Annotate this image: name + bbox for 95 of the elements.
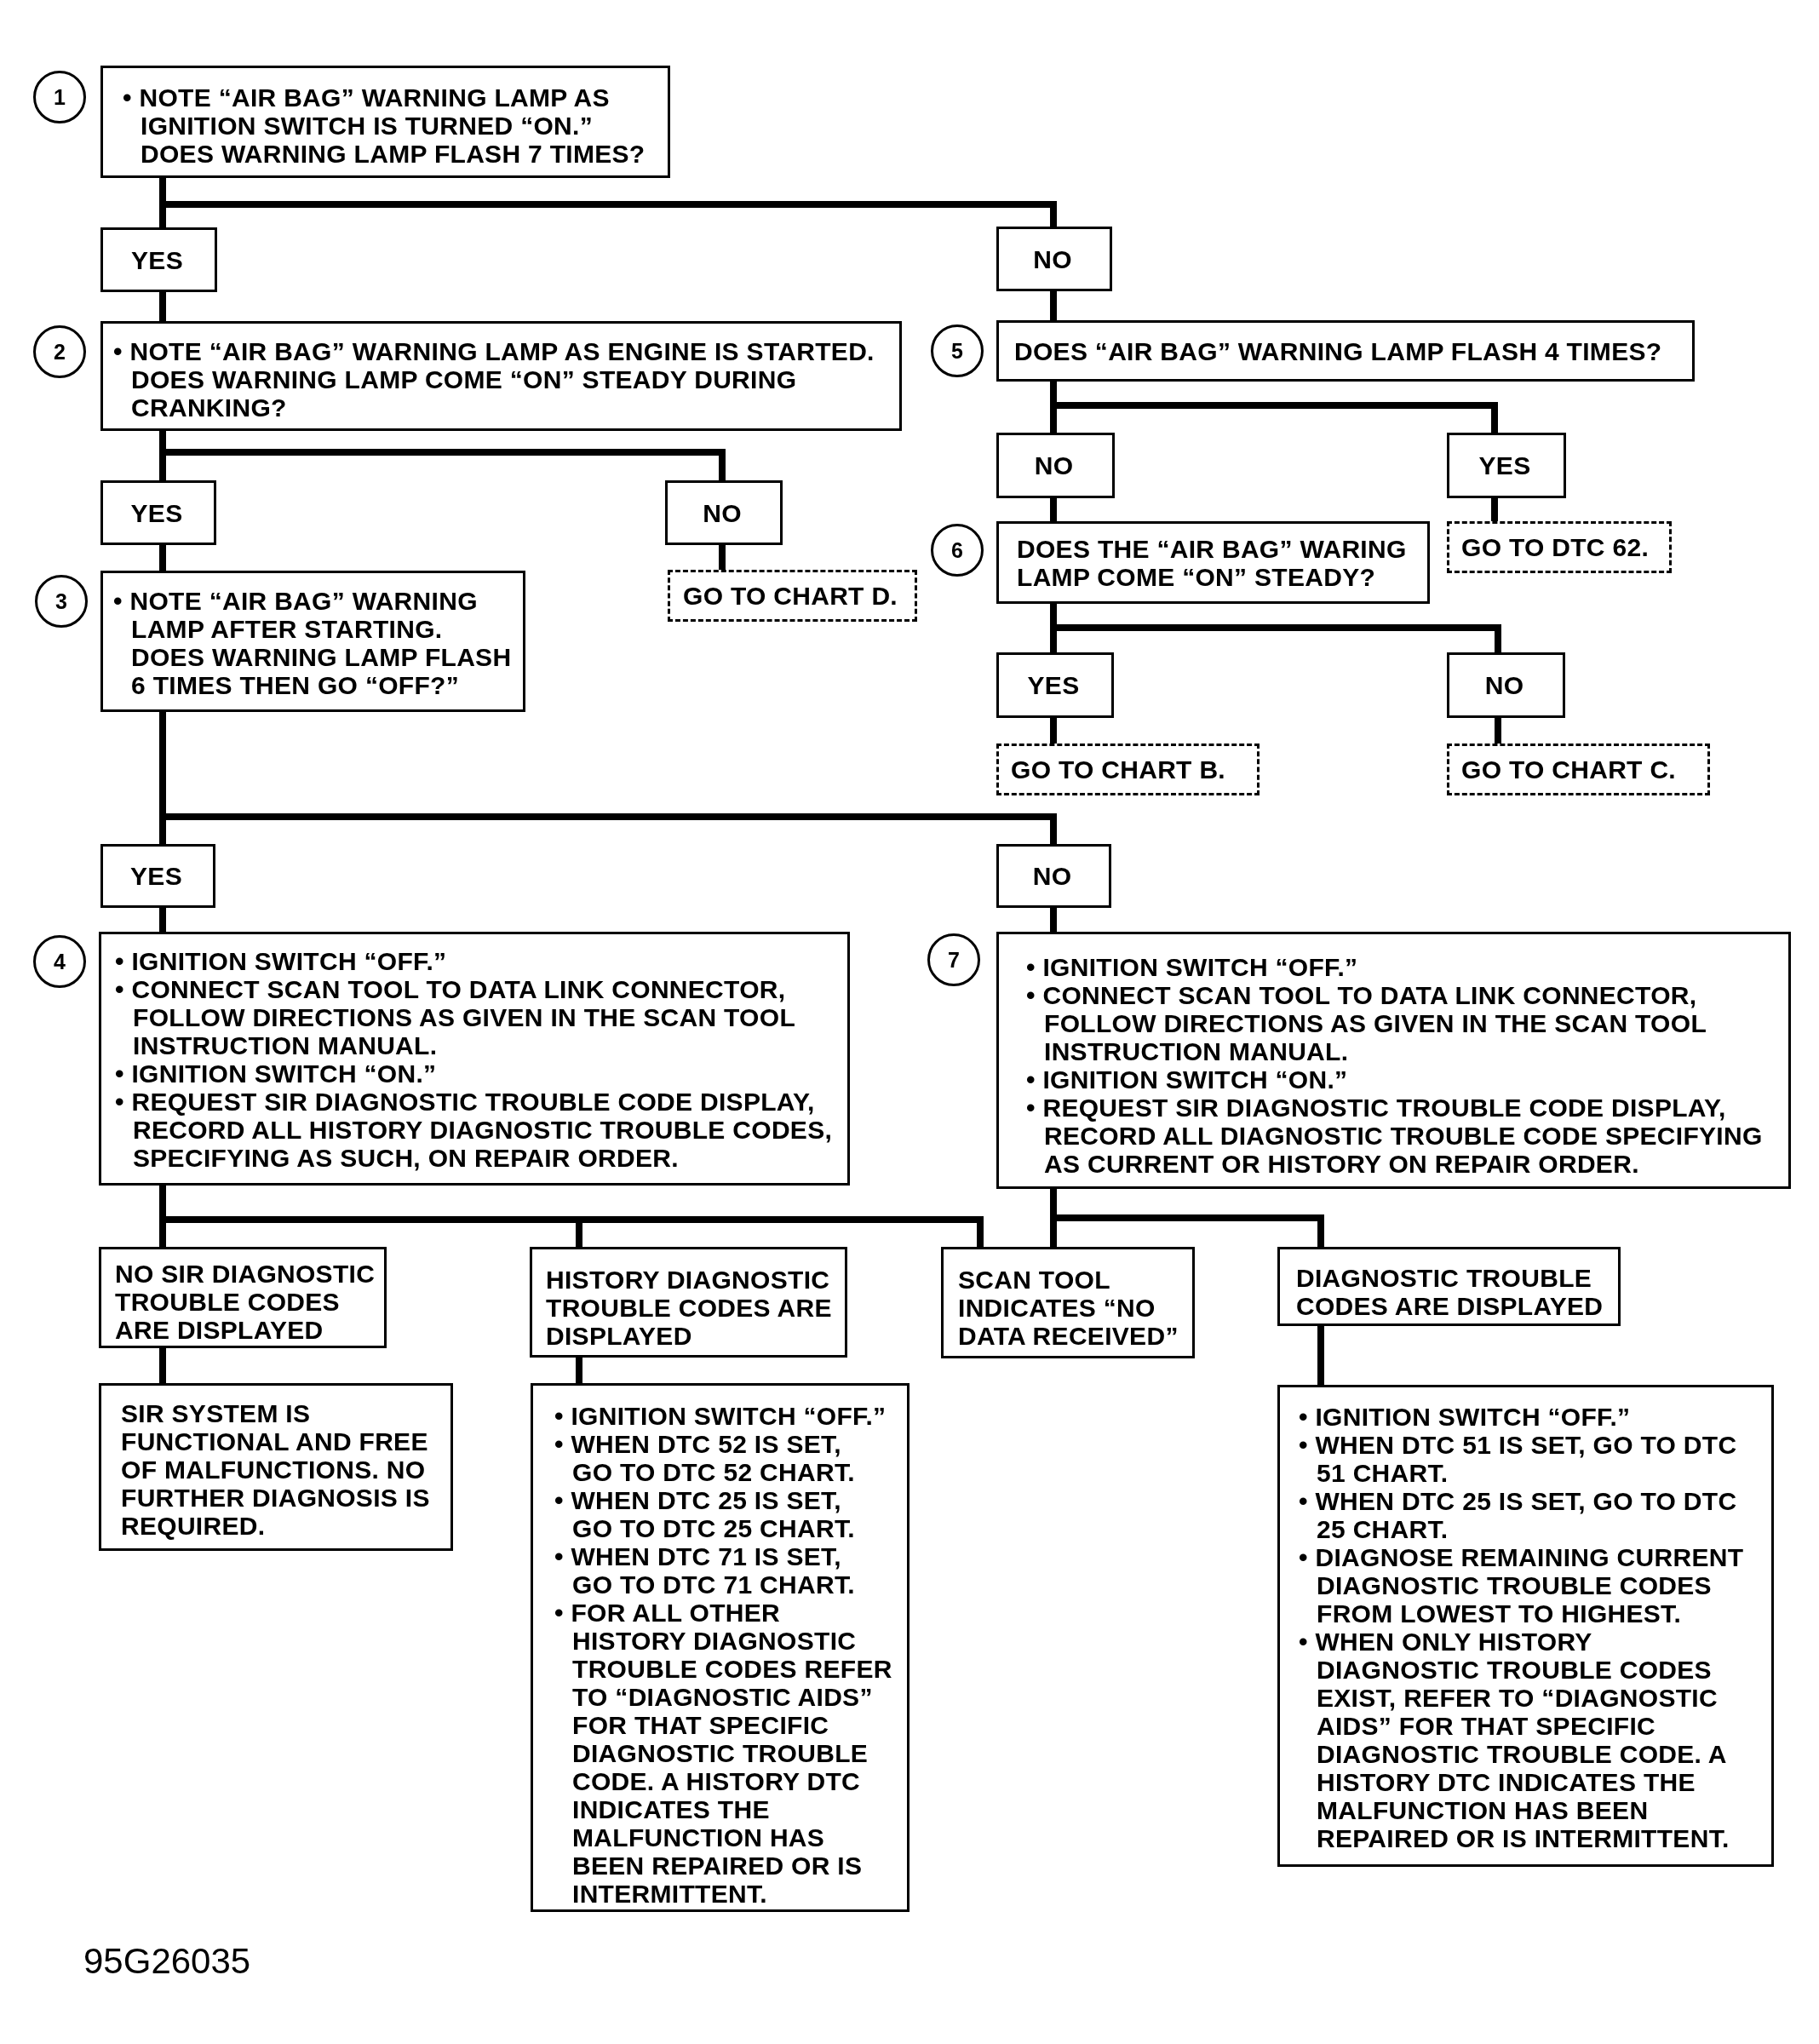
step-text: • IGNITION SWITCH “OFF.” bbox=[1026, 953, 1359, 981]
step-text: • CONNECT SCAN TOOL TO DATA LINK CONNECTOR, FOLLOW DIRECTIONS AS GIVEN IN THE SCAN TOOL INSTRUCTION MANUAL. bbox=[115, 975, 796, 1059]
connector-line bbox=[159, 292, 166, 321]
step-box bbox=[1277, 1247, 1621, 1326]
connector-line bbox=[576, 1358, 582, 1383]
connector-line bbox=[1050, 908, 1057, 932]
step-text: DIAGNOSTIC TROUBLE CODES ARE DISPLAYED bbox=[1296, 1264, 1604, 1320]
step-box bbox=[99, 1383, 453, 1551]
step-text: HISTORY DIAGNOSTIC TROUBLE CODES ARE DISPLAYED bbox=[546, 1266, 833, 1350]
connector-line bbox=[1050, 718, 1057, 744]
connector-line bbox=[1317, 1326, 1324, 1385]
step-number: 2 bbox=[33, 325, 86, 378]
step-box bbox=[100, 321, 902, 431]
reference-box bbox=[996, 744, 1260, 795]
step-text: • WHEN ONLY HISTORY DIAGNOSTIC TROUBLE CODES EXIST, REFER TO “DIAGNOSTIC AIDS” FOR THAT SPECIFIC DIAGNOSTIC TROUBLE CODE. A HISTORY DTC INDICATES THE MALFUNCTION HAS BEEN REPAIRED OR IS INTERMITTENT. bbox=[1299, 1628, 1730, 1852]
step-box bbox=[941, 1247, 1195, 1358]
answer-box bbox=[1447, 433, 1566, 498]
answer-label: YES bbox=[130, 862, 182, 890]
step-text: DOES THE “AIR BAG” WARING LAMP COME “ON” STEADY? bbox=[1017, 534, 1408, 591]
connector-line bbox=[1050, 1189, 1324, 1247]
reference-box bbox=[668, 570, 917, 622]
step-text: • WHEN DTC 52 IS SET, GO TO DTC 52 CHART. bbox=[554, 1430, 856, 1486]
step-box bbox=[99, 1247, 387, 1348]
connector-line bbox=[1495, 718, 1501, 744]
step-text: • REQUEST SIR DIAGNOSTIC TROUBLE CODE DISPLAY, RECORD ALL DIAGNOSTIC TROUBLE CODE SPECIFYING AS CURRENT OR HISTORY ON REPAIR ORDER. bbox=[1026, 1094, 1764, 1178]
connector-line bbox=[1050, 604, 1501, 652]
answer-label: YES bbox=[130, 498, 183, 527]
step-text: • REQUEST SIR DIAGNOSTIC TROUBLE CODE DISPLAY, RECORD ALL HISTORY DIAGNOSTIC TROUBLE CODES, SPECIFYING AS SUCH, ON REPAIR ORDER. bbox=[115, 1088, 834, 1172]
connector-line bbox=[1050, 498, 1057, 521]
reference-text: GO TO CHART C. bbox=[1461, 755, 1677, 784]
reference-box bbox=[1447, 744, 1710, 795]
connector-line bbox=[719, 545, 726, 570]
answer-label: NO bbox=[1484, 671, 1524, 699]
answer-box bbox=[996, 844, 1111, 908]
step-box bbox=[1277, 1385, 1774, 1867]
answer-box bbox=[100, 480, 216, 545]
answer-label: YES bbox=[131, 245, 183, 274]
step-text: • WHEN DTC 51 IS SET, GO TO DTC 51 CHART. bbox=[1299, 1431, 1738, 1487]
step-number: 6 bbox=[931, 524, 984, 577]
step-text: • FOR ALL OTHER HISTORY DIAGNOSTIC TROUBLE CODES REFER TO “DIAGNOSTIC AIDS” FOR THAT SPECIFIC DIAGNOSTIC TROUBLE CODE. A HISTORY DTC INDICATES THE MALFUNCTION HAS BEEN REPAIRED OR IS INTERMITTENT. bbox=[554, 1599, 893, 1908]
step-text: • CONNECT SCAN TOOL TO DATA LINK CONNECTOR, FOLLOW DIRECTIONS AS GIVEN IN THE SCAN TOOL INSTRUCTION MANUAL. bbox=[1026, 981, 1707, 1065]
answer-box bbox=[100, 227, 217, 292]
step-number: 5 bbox=[931, 324, 984, 377]
step-box bbox=[996, 932, 1791, 1189]
step-text: • IGNITION SWITCH “OFF.” bbox=[554, 1402, 887, 1430]
step-box bbox=[996, 521, 1430, 604]
step-text: NO SIR DIAGNOSTIC TROUBLE CODES ARE DISPLAYED bbox=[115, 1260, 376, 1344]
answer-box bbox=[1447, 652, 1565, 718]
answer-box bbox=[665, 480, 783, 545]
answer-box bbox=[100, 844, 215, 908]
step-box bbox=[100, 571, 525, 712]
step-text: • IGNITION SWITCH “ON.” bbox=[115, 1059, 438, 1088]
answer-box bbox=[996, 227, 1112, 291]
connector-line bbox=[159, 431, 726, 480]
connector-line bbox=[1491, 498, 1498, 521]
reference-box bbox=[1447, 521, 1672, 573]
answer-box bbox=[996, 652, 1114, 718]
step-number: 4 bbox=[33, 935, 86, 988]
step-text: • NOTE “AIR BAG” WARNING LAMP AS ENGINE IS STARTED. DOES WARNING LAMP COME “ON” STEADY DURING CRANKING? bbox=[113, 337, 875, 422]
connector-line bbox=[159, 908, 166, 932]
step-box bbox=[100, 66, 670, 178]
step-number: 3 bbox=[35, 575, 88, 628]
figure-code: 95G26035 bbox=[83, 1944, 251, 1979]
step-text: • WHEN DTC 25 IS SET, GO TO DTC 25 CHART. bbox=[554, 1486, 856, 1542]
answer-label: NO bbox=[1033, 244, 1072, 273]
step-box bbox=[530, 1247, 847, 1358]
step-number: 7 bbox=[927, 933, 980, 986]
step-text: DOES “AIR BAG” WARNING LAMP FLASH 4 TIMES? bbox=[1014, 336, 1663, 365]
step-text: • DIAGNOSE REMAINING CURRENT DIAGNOSTIC TROUBLE CODES FROM LOWEST TO HIGHEST. bbox=[1299, 1543, 1745, 1628]
step-text: SIR SYSTEM IS FUNCTIONAL AND FREE OF MALFUNCTIONS. NO FURTHER DIAGNOSIS IS REQUIRED. bbox=[121, 1399, 431, 1540]
step-text: • IGNITION SWITCH “ON.” bbox=[1026, 1065, 1349, 1094]
reference-text: GO TO CHART D. bbox=[683, 582, 898, 610]
step-text: • IGNITION SWITCH “OFF.” bbox=[1299, 1403, 1632, 1431]
answer-label: NO bbox=[1032, 862, 1072, 890]
answer-label: NO bbox=[703, 498, 742, 527]
step-text: • NOTE “AIR BAG” WARNING LAMP AS IGNITION SWITCH IS TURNED “ON.” DOES WARNING LAMP FLASH 7 TIMES? bbox=[123, 83, 646, 168]
step-text: SCAN TOOL INDICATES “NO DATA RECEIVED” bbox=[958, 1266, 1179, 1350]
step-box bbox=[996, 320, 1695, 382]
step-text: • IGNITION SWITCH “OFF.” bbox=[115, 947, 448, 975]
connector-line bbox=[159, 1348, 166, 1383]
answer-box bbox=[996, 433, 1115, 498]
connector-line bbox=[1050, 382, 1498, 433]
step-text: • WHEN DTC 71 IS SET, GO TO DTC 71 CHART. bbox=[554, 1542, 856, 1599]
answer-label: YES bbox=[1478, 451, 1531, 479]
step-text: • NOTE “AIR BAG” WARNING LAMP AFTER STARTING. DOES WARNING LAMP FLASH 6 TIMES THEN GO “OFF?” bbox=[113, 587, 513, 699]
reference-text: GO TO CHART B. bbox=[1011, 755, 1226, 784]
answer-label: YES bbox=[1027, 671, 1080, 699]
connector-line bbox=[159, 545, 166, 571]
step-text: • WHEN DTC 25 IS SET, GO TO DTC 25 CHART. bbox=[1299, 1487, 1738, 1543]
step-box bbox=[99, 932, 850, 1186]
step-box bbox=[531, 1383, 910, 1912]
reference-text: GO TO DTC 62. bbox=[1461, 533, 1650, 561]
connector-line bbox=[1050, 291, 1057, 320]
step-number: 1 bbox=[33, 71, 86, 123]
answer-label: NO bbox=[1034, 451, 1074, 479]
